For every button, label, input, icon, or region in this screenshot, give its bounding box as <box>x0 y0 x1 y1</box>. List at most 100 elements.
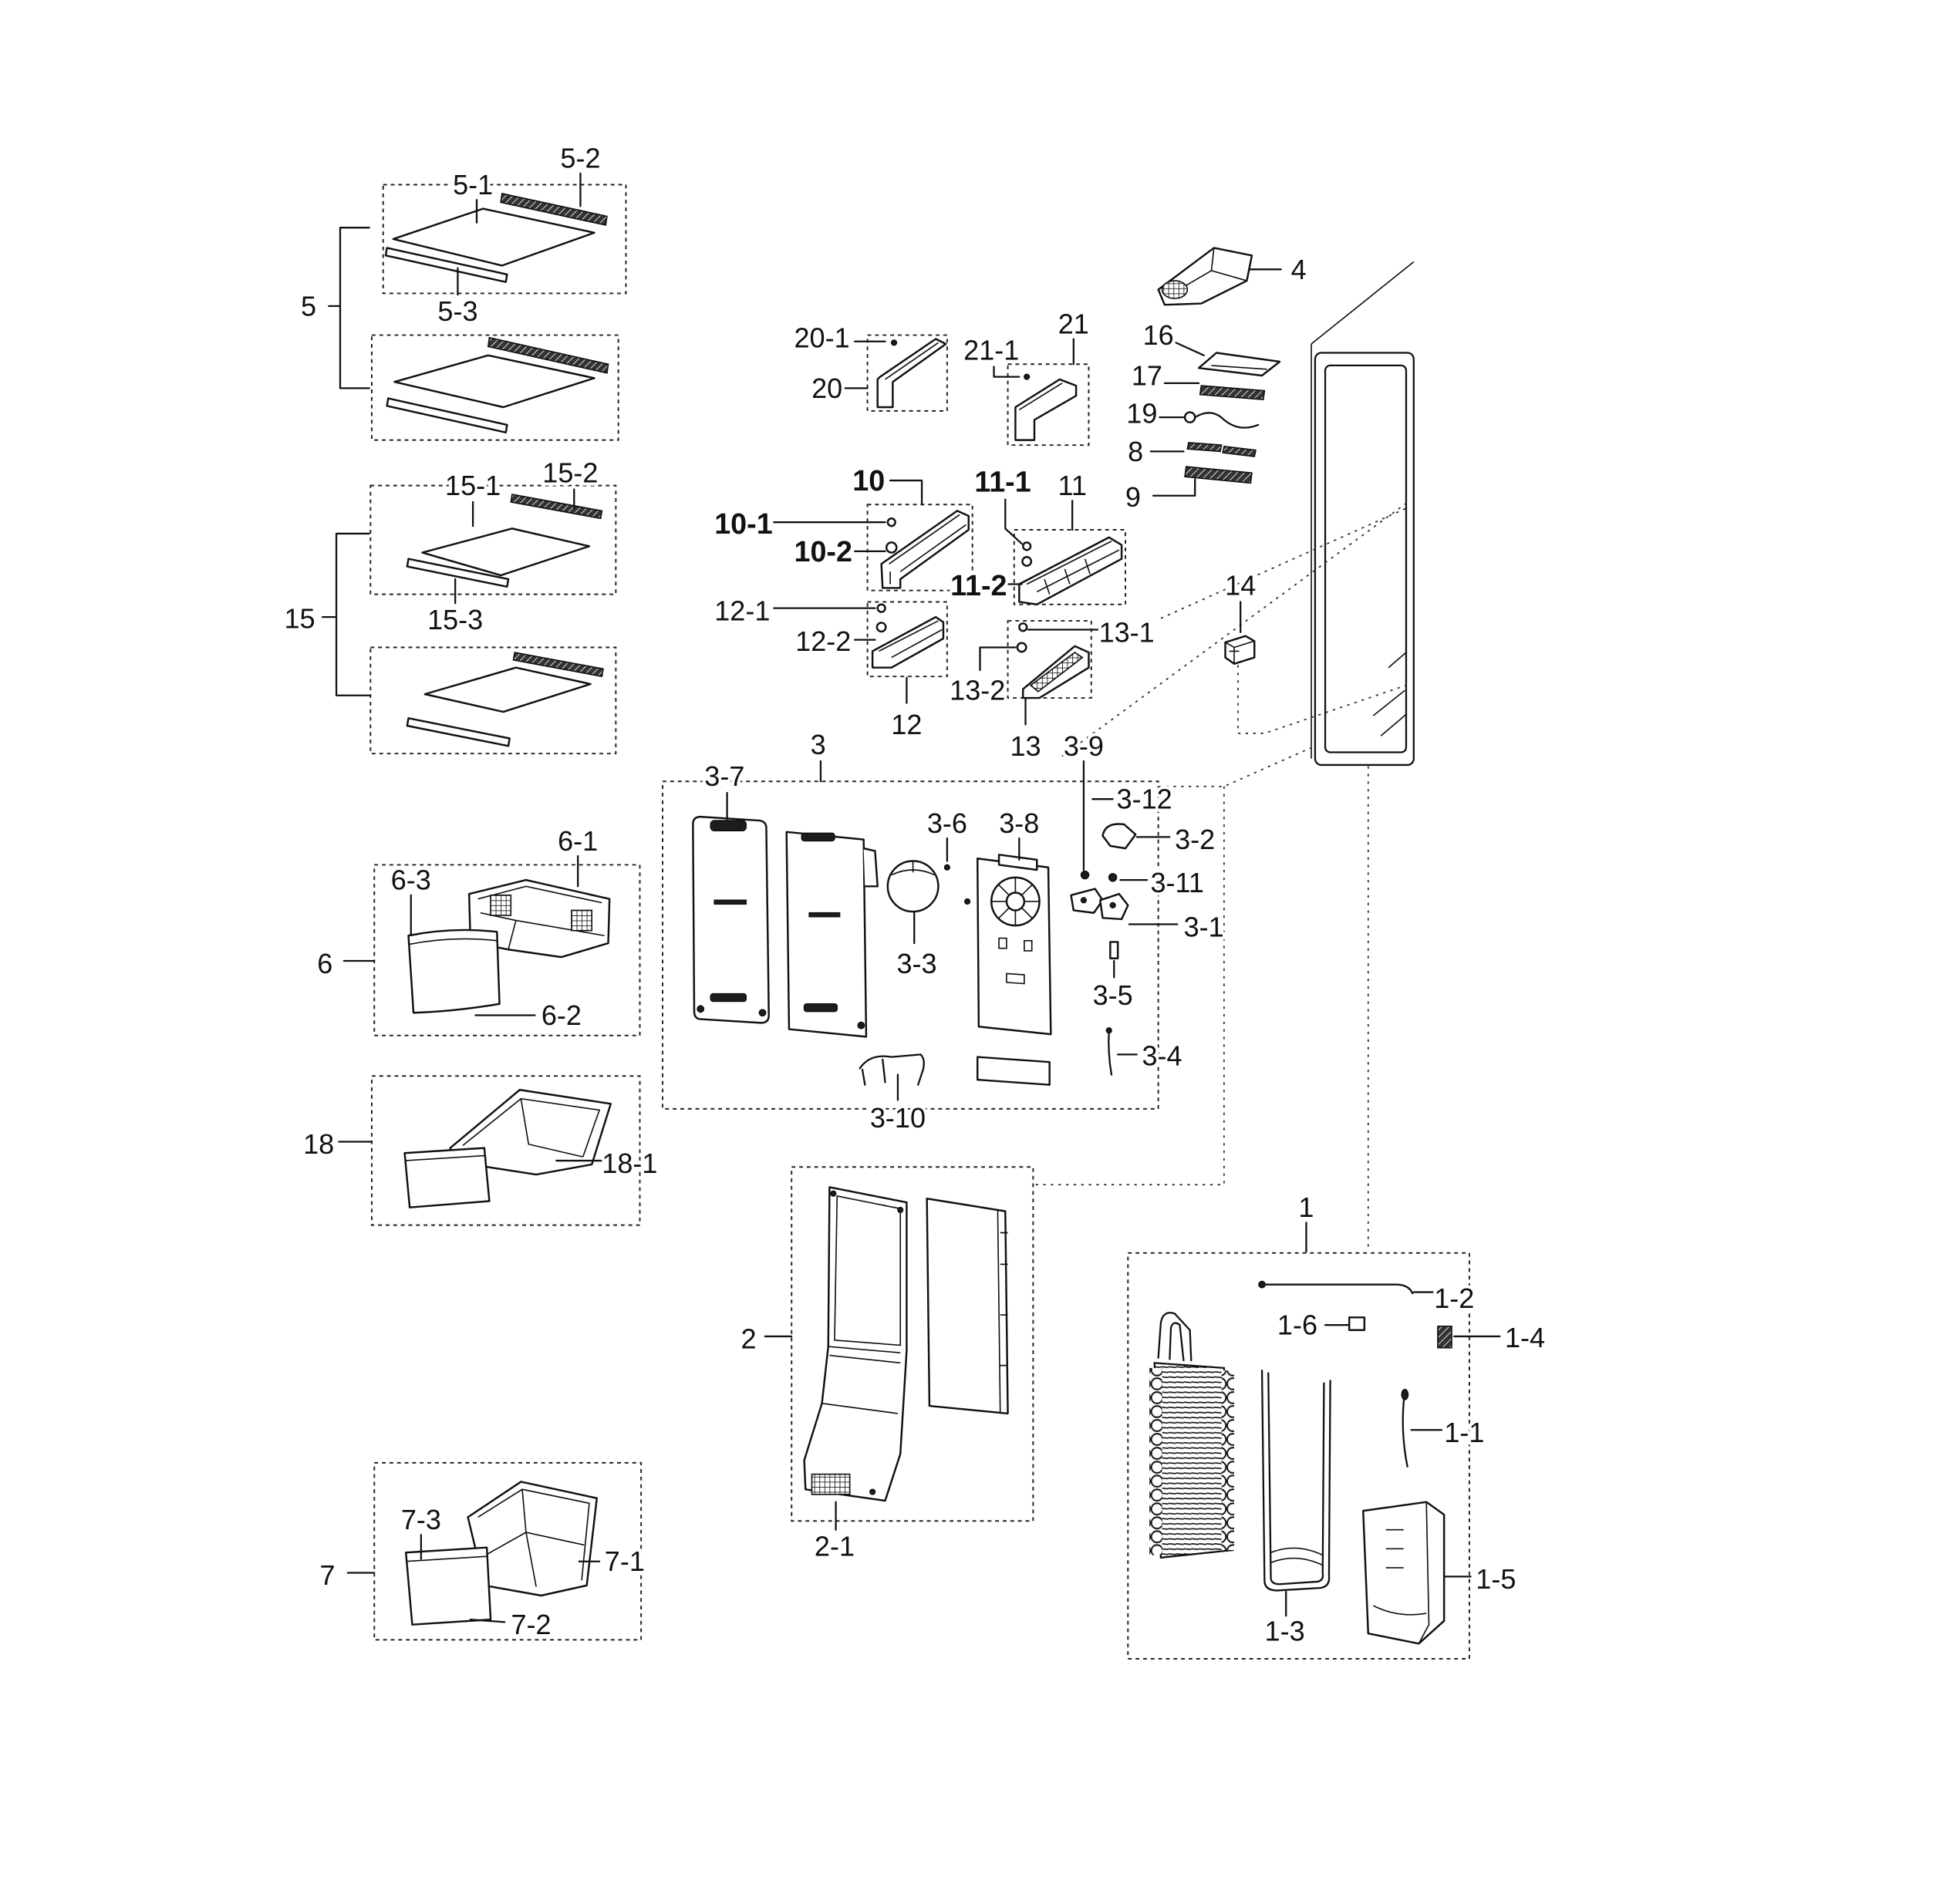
drawer-6-front-panel <box>407 928 501 1014</box>
leader-7-2 <box>469 1618 506 1623</box>
basket-7-front-rim <box>406 1555 487 1562</box>
cover-panel-2-edge <box>997 1209 1008 1413</box>
callout-10: 10 <box>852 464 885 497</box>
door-frame-inner <box>1324 364 1408 753</box>
assembly-3: 3 3-7 3-9 3-12 3-6 3-8 3-2 3-11 3-1 3-3 … <box>662 726 1227 1137</box>
assembly-1: 1 1-2 1-6 1-4 1-1 1-5 1-3 <box>1127 1188 1548 1660</box>
bracket-21 <box>1014 378 1078 441</box>
duct-panel-2-grille <box>811 1473 851 1495</box>
shelf-rear-trim-15-lower <box>512 652 604 678</box>
housing-12-detail <box>878 620 943 659</box>
shelf-front-trim-15-upper <box>406 558 510 588</box>
connector-lines <box>1033 502 1407 1252</box>
part-12-1 <box>876 603 886 613</box>
assembly-1-box <box>1127 1252 1470 1660</box>
assembly-7: 7-3 7-1 7 7-2 <box>316 1461 648 1643</box>
callout-12-1: 12-1 <box>714 595 770 626</box>
drawer-6-vent-right <box>571 909 593 932</box>
callout-21: 21 <box>1058 308 1089 339</box>
part-17 <box>1199 385 1266 401</box>
callout-11: 11 <box>1058 470 1086 501</box>
duct-panel-2-screw-bottom <box>869 1488 876 1495</box>
callout-18-1: 18-1 <box>602 1148 657 1179</box>
basket-7-front-panel <box>405 1546 492 1626</box>
wire-3-4 <box>1108 1030 1113 1076</box>
panel-3-7 <box>692 815 770 1024</box>
assembly-21: 21 21-1 <box>960 305 1092 447</box>
housing-13-grid <box>1029 652 1084 693</box>
housing-12 <box>871 615 945 669</box>
part-1-4 <box>1437 1325 1452 1349</box>
callout-2-1: 2-1 <box>815 1531 855 1562</box>
panel-3-7-screw-right <box>758 1009 767 1017</box>
callout-9: 9 <box>1125 481 1141 513</box>
assembly-5: 5-2 5-1 5 5-3 <box>298 139 627 441</box>
panel-3-7-screw-left <box>697 1005 705 1013</box>
callout-15: 15 <box>284 602 315 634</box>
callout-3-5: 3-5 <box>1093 979 1133 1011</box>
part-16-detail <box>1211 365 1267 370</box>
shelf-front-trim-15-lower <box>406 717 511 747</box>
assembly-15-upper-box <box>369 484 617 595</box>
connector-13-1-to-cabinet <box>1160 507 1407 619</box>
assembly-13-box <box>1007 620 1092 699</box>
leader-21-1 <box>993 366 1020 378</box>
wire-1-2-end <box>1258 1280 1266 1289</box>
evaporator-coil <box>1153 1362 1234 1559</box>
cabinet-outline <box>1311 261 1415 767</box>
assembly-11: 11-1 11 11-2 <box>947 463 1127 605</box>
callout-1-1: 1-1 <box>1444 1417 1484 1448</box>
housing-11-detail <box>1026 541 1120 595</box>
wire-3-4-end <box>1105 1027 1112 1034</box>
connector-14-to-cabinet <box>1237 665 1407 734</box>
assembly-11-box <box>1013 529 1127 605</box>
shelf-glass-15-lower <box>423 666 592 713</box>
cover-panel-2 <box>926 1198 1009 1415</box>
heater-1-3-loop <box>1270 1547 1324 1566</box>
screw-3-11 <box>1108 873 1118 882</box>
callout-7: 7 <box>320 1559 336 1591</box>
part-8-left <box>1186 442 1223 453</box>
wire-1-1-sensor <box>1401 1388 1409 1400</box>
part-10-2 <box>885 541 898 554</box>
panel-3-rear-top-slot <box>801 832 835 842</box>
fan-hub <box>1005 891 1026 912</box>
tray-18-front-panel <box>403 1147 491 1208</box>
callout-19: 19 <box>1126 398 1157 430</box>
callout-3-8: 3-8 <box>999 807 1039 839</box>
callout-20-1: 20-1 <box>794 322 850 353</box>
callout-15-1: 15-1 <box>445 470 501 501</box>
assembly-20-box <box>866 334 948 412</box>
connector-3-9-to-cabinet <box>1061 502 1407 757</box>
shelf-rear-trim-lower <box>487 336 609 374</box>
part-1-6 <box>1348 1316 1366 1331</box>
housing-11 <box>1018 536 1123 605</box>
bracket-3-1-a <box>1070 888 1104 914</box>
part-4-gear <box>1161 280 1189 299</box>
callout-5-3: 5-3 <box>437 295 477 327</box>
cover-1-5-detail <box>1372 1501 1430 1644</box>
screw-3-6-b <box>964 898 971 905</box>
assembly-12: 12-1 12-2 12 <box>711 591 948 743</box>
fan-motor-3-3-detail <box>891 861 935 876</box>
part-3-5 <box>1109 941 1119 959</box>
callout-3-2: 3-2 <box>1175 824 1215 855</box>
assembly-2: 2 2-1 <box>737 1166 1034 1565</box>
assembly-5-upper-box <box>382 184 627 295</box>
connector-2-to-cabinet <box>1033 786 1225 1186</box>
callout-17: 17 <box>1132 360 1162 392</box>
assembly-15-bracket <box>321 532 370 696</box>
single-parts: 4 16 17 19 8 9 14 <box>1122 247 1310 666</box>
assembly-10-box <box>866 504 973 591</box>
assembly-3-box <box>662 780 1159 1110</box>
shelf-front-trim-lower <box>386 397 508 434</box>
assembly-7-box <box>373 1461 643 1641</box>
screw-20-1 <box>890 339 898 346</box>
panel-3-rear-handle <box>863 847 879 888</box>
callout-20: 20 <box>811 372 842 404</box>
callout-7-3: 7-3 <box>401 1504 441 1535</box>
drawer-6-front-rim <box>408 938 498 945</box>
fan-housing-3-8-slots <box>998 937 1033 985</box>
cover-1-5 <box>1361 1501 1446 1645</box>
panel-3-7-mid-slot <box>713 899 747 905</box>
